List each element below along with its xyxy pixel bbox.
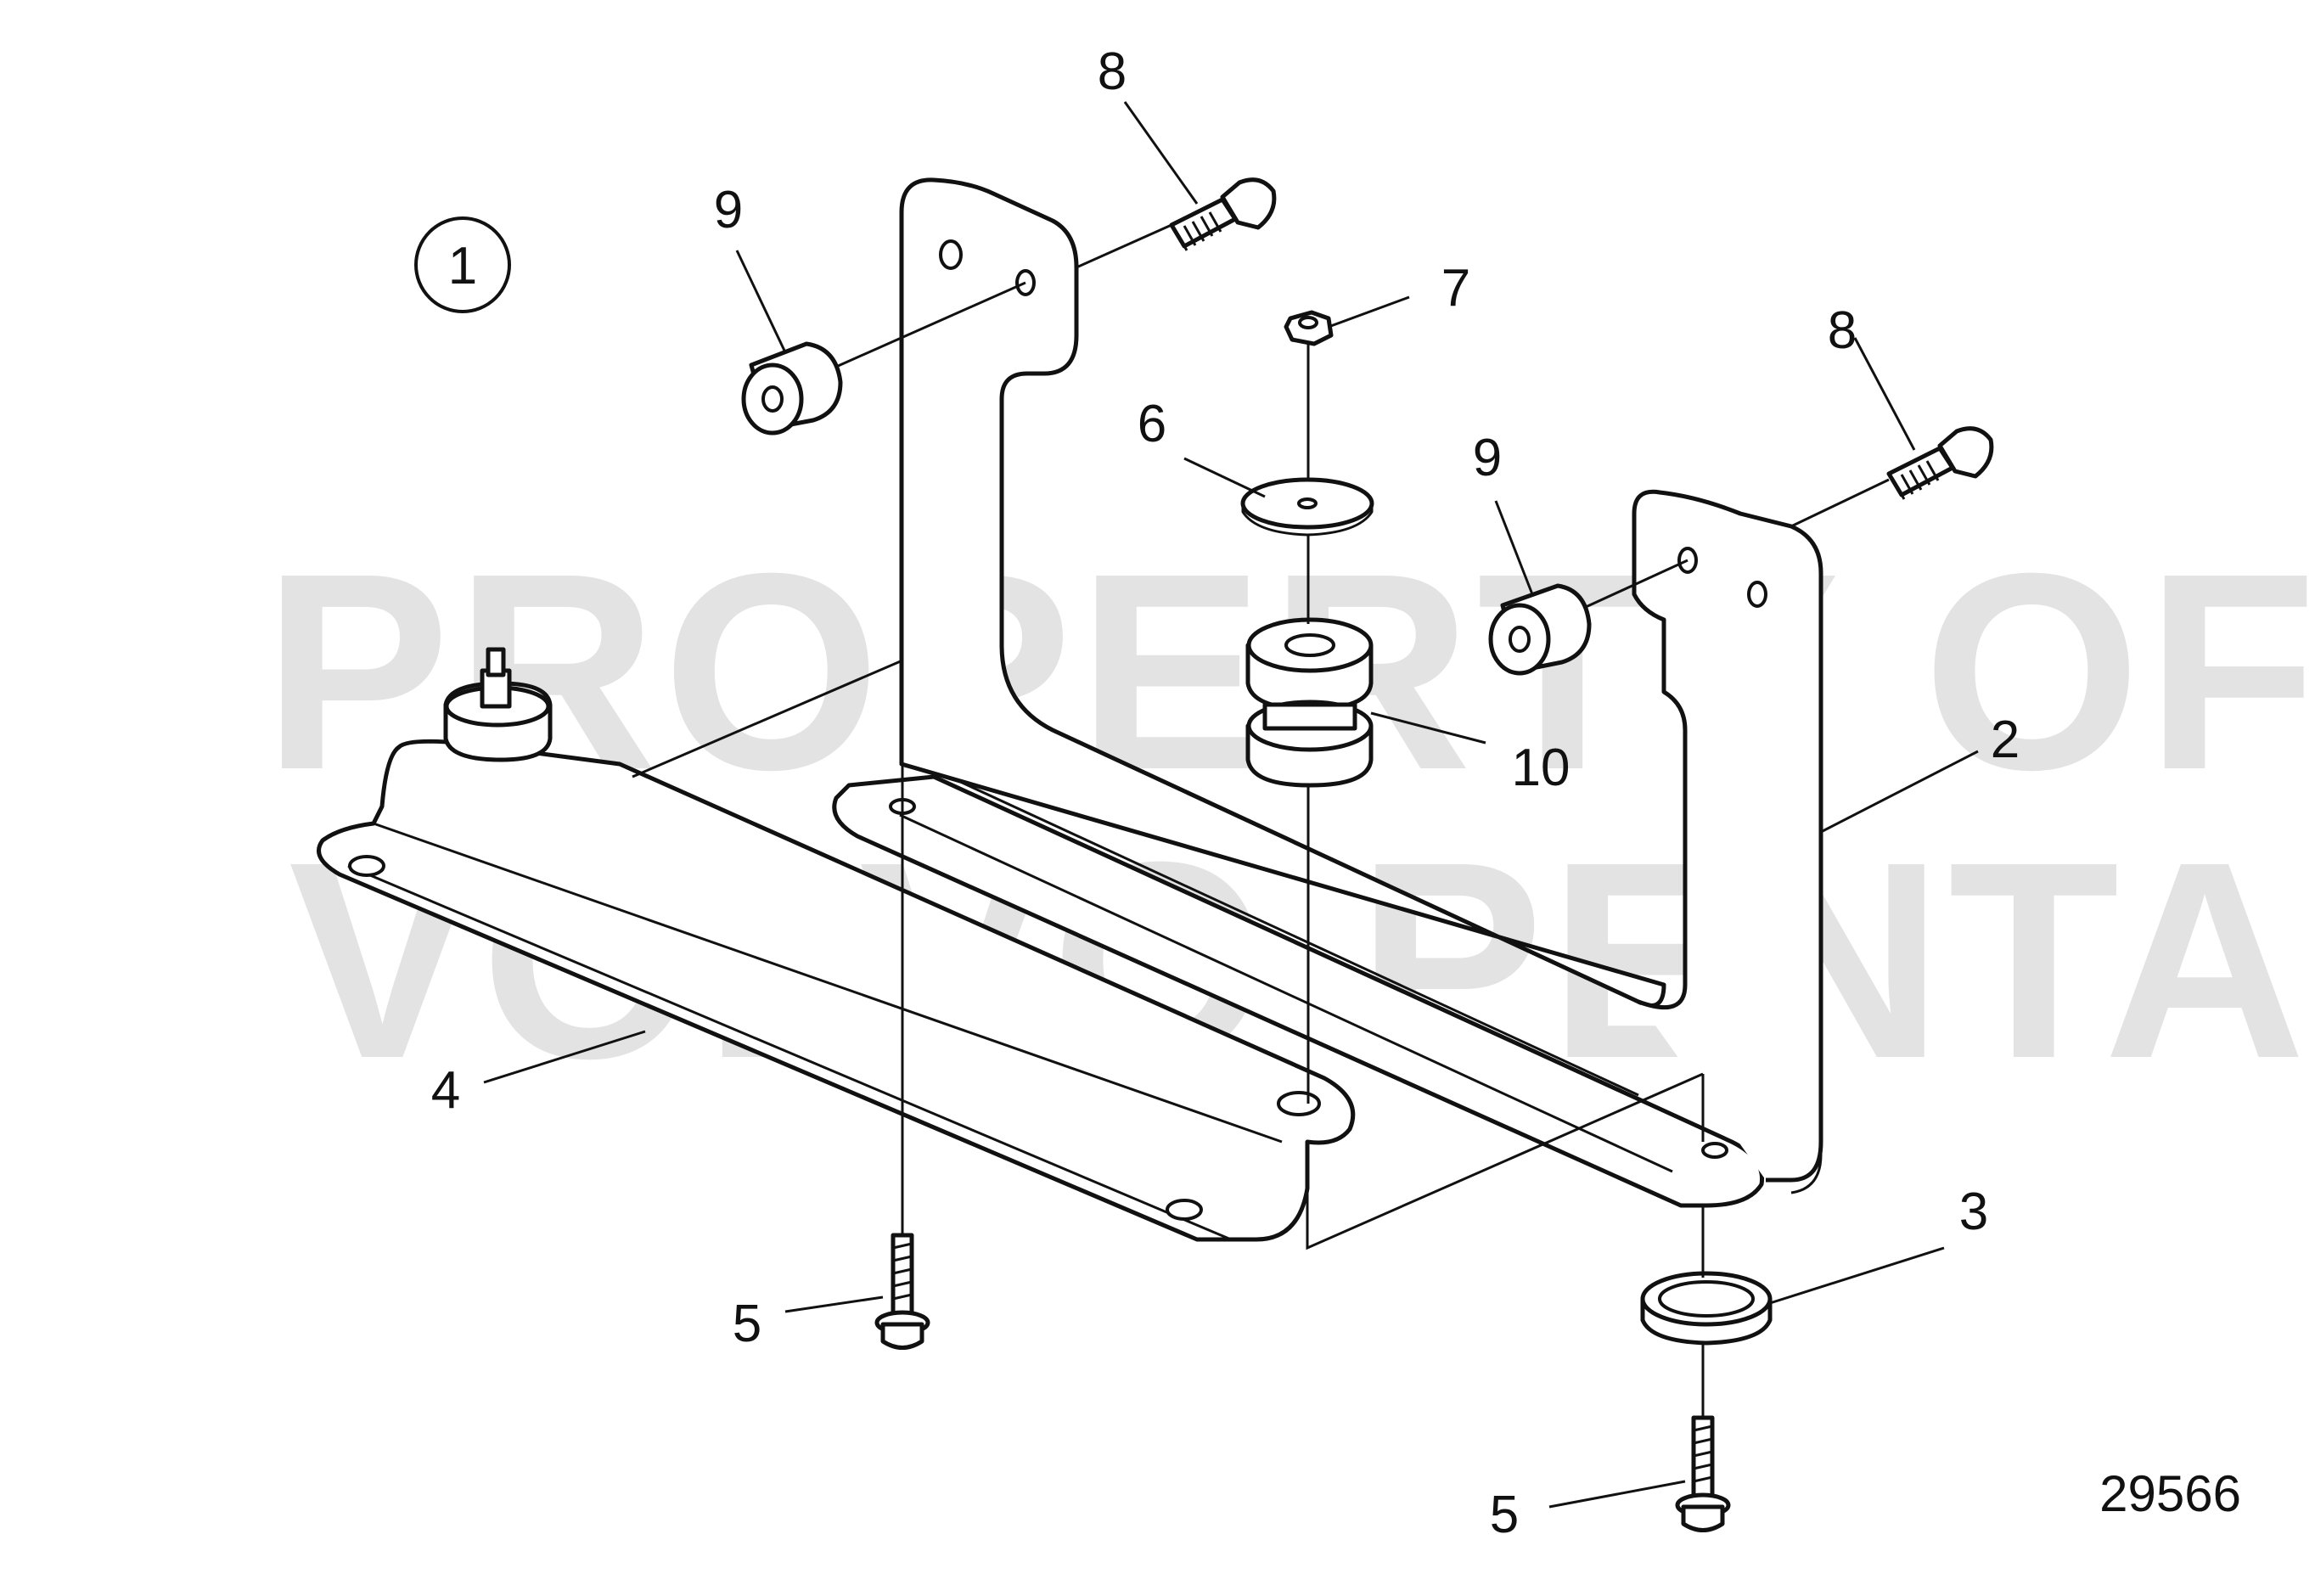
spacer-left-hole	[761, 385, 784, 413]
leader-lines	[483, 101, 1979, 1509]
leader-5b	[1548, 1480, 1686, 1509]
callout-labels: 8 9 7 6 8 9 10 2 3 4 5 5	[431, 42, 2020, 1544]
assembly-label-text: 1	[448, 237, 477, 295]
leader-8a	[1123, 101, 1199, 205]
callout-9-right: 9	[1473, 429, 1502, 487]
leader-10	[1370, 711, 1486, 745]
plate-hole-centre	[1277, 1091, 1321, 1116]
callout-8-right: 8	[1828, 301, 1857, 360]
leader-5a	[784, 1295, 884, 1313]
plate-outline	[317, 739, 1356, 1242]
callout-10: 10	[1512, 739, 1570, 797]
bolt-part-8-upper	[1169, 177, 1277, 251]
bracket-right-edge	[1790, 594, 1823, 1194]
leader-9a	[735, 250, 787, 353]
callout-5-left: 5	[733, 1295, 761, 1353]
plate-hole-right	[1166, 1199, 1203, 1221]
plate-mounted-stud-tip	[486, 647, 506, 677]
leader-6	[1183, 457, 1266, 498]
axis-spacer-right	[1585, 559, 1688, 609]
leader-4	[483, 1030, 646, 1084]
bolt-right-lower-head	[1681, 1504, 1725, 1532]
plate-part-4	[317, 647, 1356, 1242]
bolt-right-thread	[1891, 460, 1940, 500]
spacer-part-9-left	[741, 341, 843, 436]
bolt-right-lower-thread	[1693, 1425, 1713, 1483]
bracket-right-upright	[1632, 489, 1823, 1183]
rubber-mount-bore	[1284, 633, 1335, 657]
leader-3	[1769, 1246, 1945, 1305]
leader-9b	[1494, 500, 1534, 595]
bushing-part-3	[1640, 1271, 1773, 1346]
callout-7: 7	[1441, 259, 1470, 318]
assembly-axis-lines	[632, 223, 1890, 1418]
callout-2: 2	[1991, 711, 2020, 769]
leader-2	[1820, 750, 1979, 834]
leader-8b	[1853, 337, 1916, 451]
assembly-label-circle	[414, 216, 511, 313]
bracket-bend-line	[912, 758, 1639, 1097]
axis-plate-link-upper	[632, 659, 903, 778]
bolt-upper-thread	[1174, 211, 1222, 251]
bolt-upper-head	[1220, 177, 1277, 230]
bushing-inner	[1658, 1280, 1755, 1318]
plate-fold-line	[373, 822, 1283, 1144]
bracket-hole-right-b	[1747, 581, 1767, 608]
leader-7	[1328, 295, 1410, 329]
plate-hole-left	[348, 855, 385, 877]
bolt-part-5-right	[1675, 1415, 1731, 1532]
rubber-mount-waist	[1262, 702, 1357, 731]
callout-6: 6	[1138, 395, 1166, 453]
bracket-part-2	[832, 177, 1823, 1208]
drawing-number: 29566	[2099, 1465, 2241, 1522]
axis-bolt-right	[1790, 478, 1890, 528]
washer-hole	[1297, 497, 1318, 509]
spacer-part-9-right	[1488, 583, 1592, 676]
nut-hole	[1298, 316, 1318, 329]
axis-plate-link-lower	[1306, 1072, 1704, 1250]
bolt-part-8-right	[1886, 426, 1994, 500]
bolt-right-head	[1937, 426, 1994, 479]
bolt-left-thread	[892, 1242, 913, 1301]
callout-3: 3	[1959, 1183, 1988, 1241]
callout-8-upper: 8	[1098, 42, 1127, 101]
callout-5-right: 5	[1490, 1486, 1519, 1544]
bracket-left-upright	[899, 177, 1666, 1008]
axis-spacer-left	[835, 281, 1026, 368]
plate-mounted-stud	[480, 668, 512, 709]
bracket-hole-upper-left	[939, 239, 963, 270]
callout-9-left: 9	[714, 181, 743, 239]
nut-part-7	[1284, 310, 1334, 346]
callout-4: 4	[431, 1061, 460, 1120]
axis-bolt-upper	[1076, 223, 1172, 269]
bolt-part-5-left	[874, 1233, 930, 1350]
plate-lower-edge	[347, 864, 1232, 1241]
bracket-inner-edge	[899, 813, 1673, 1173]
rubber-mount-part-10	[1245, 617, 1374, 788]
spacer-right-hole	[1509, 626, 1531, 653]
bracket-base-hole-right	[1701, 1142, 1728, 1159]
bolt-left-head	[880, 1322, 924, 1350]
assembly-label: 1	[414, 216, 511, 313]
washer-part-6	[1240, 477, 1374, 537]
